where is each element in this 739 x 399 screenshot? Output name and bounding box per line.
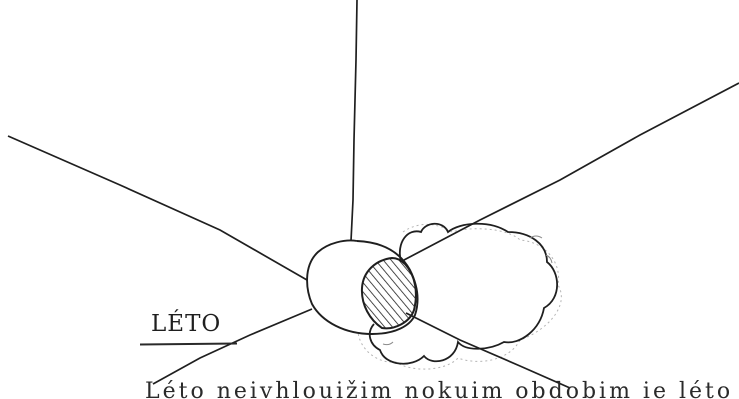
overlap-hatched-region [362, 258, 416, 328]
ray-top [351, 0, 357, 241]
caption-text: Léto neivhlouižim nokuim obdobim ie léto… [145, 381, 739, 399]
season-label: LÉTO [151, 313, 221, 336]
ray-right-lower [406, 313, 570, 388]
ray-right-upper [404, 83, 739, 260]
ray-left-upper [8, 136, 307, 280]
